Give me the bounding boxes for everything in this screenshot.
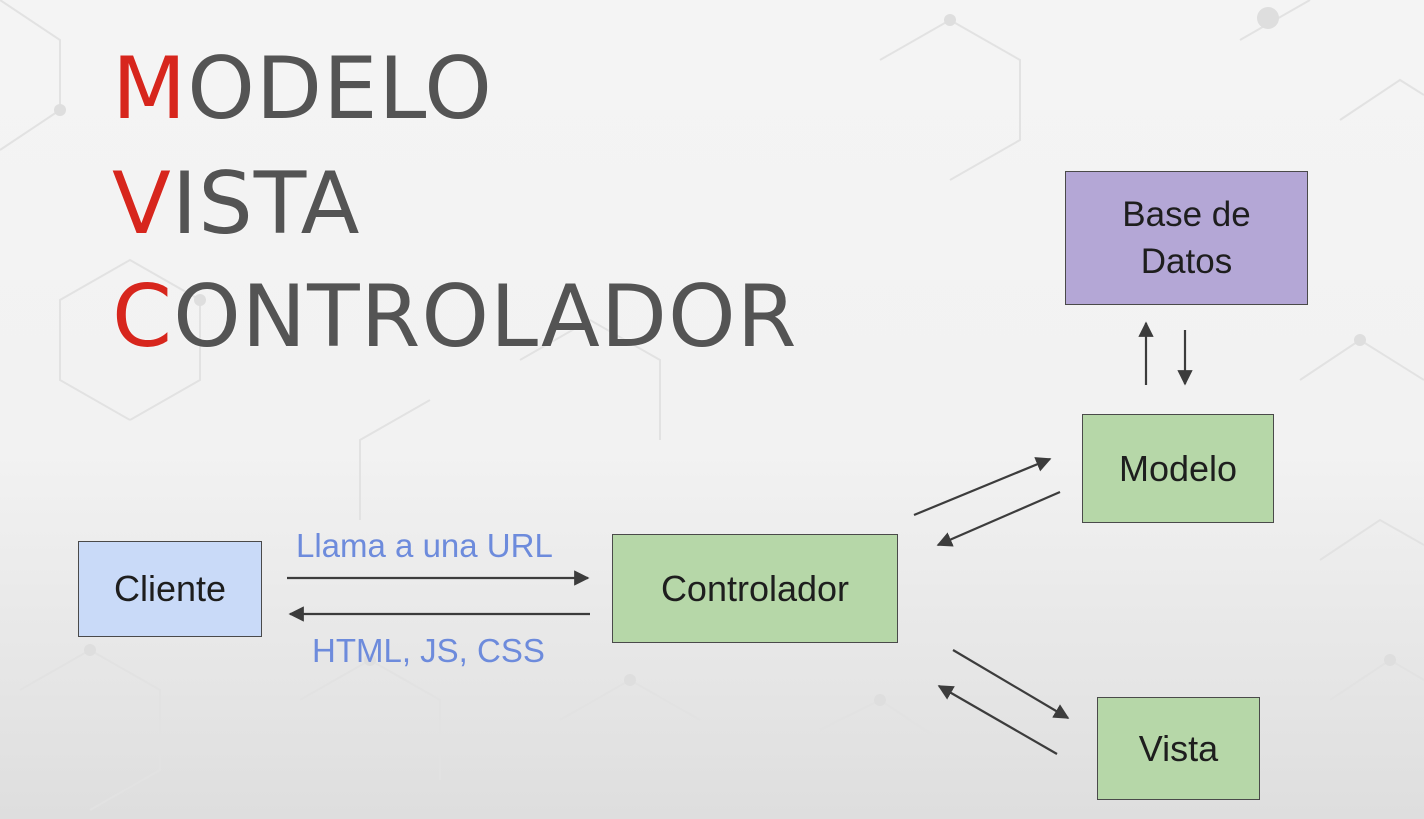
title-vista-initial: V bbox=[112, 154, 172, 254]
title-controlador-initial: C bbox=[112, 267, 174, 367]
controlador-label: Controlador bbox=[660, 567, 850, 609]
title-vista-rest: ISTA bbox=[171, 154, 361, 254]
vista-label: Vista bbox=[1138, 727, 1219, 769]
response-edge-label: HTML, JS, CSS bbox=[312, 632, 545, 669]
modelo-label: Modelo bbox=[1118, 447, 1238, 489]
request-edge-label: Llama a una URL bbox=[296, 527, 553, 564]
controlador-node: Controlador bbox=[612, 534, 898, 643]
cliente-label: Cliente bbox=[113, 568, 227, 609]
title-modelo: MODELO bbox=[112, 46, 493, 132]
title-modelo-initial: M bbox=[112, 39, 188, 139]
cliente-node: Cliente bbox=[78, 541, 262, 637]
database-label-line2: Datos bbox=[1140, 242, 1233, 281]
title-modelo-rest: ODELO bbox=[187, 39, 493, 139]
title-controlador-rest: ONTROLADOR bbox=[173, 267, 798, 367]
title-vista: VISTA bbox=[112, 161, 360, 247]
title-controlador: CONTROLADOR bbox=[112, 274, 797, 360]
database-label-line1: Base de bbox=[1122, 194, 1251, 234]
modelo-node: Modelo bbox=[1082, 414, 1274, 523]
vista-node: Vista bbox=[1097, 697, 1260, 800]
database-node: Base de Datos bbox=[1065, 171, 1308, 305]
